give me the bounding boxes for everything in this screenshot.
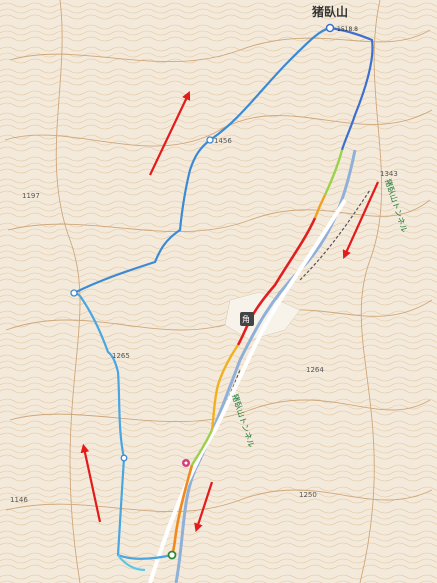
place-label: 角 [242,314,250,324]
route-summit [329,26,374,151]
route-cyan-spur [117,554,146,572]
elevation-label: 1343 [380,170,398,178]
waypoint-1456[interactable] [206,136,214,144]
route-yellow-descent [210,344,239,431]
parking-marker-center [184,461,188,465]
start-waypoint[interactable] [167,550,177,560]
route-northwest [73,26,331,294]
elevation-label: 1456 [214,137,232,145]
route-transition-orange [313,194,327,219]
direction-arrow-w [80,443,102,523]
peak-elevation: 1518.8 [337,26,358,33]
route-red-descent [236,217,317,346]
route-transition-green [323,149,344,196]
peak-name: 猪臥山 [311,4,348,19]
elevation-label: 1264 [306,366,324,374]
main-road [148,198,347,583]
elevation-label: 1146 [10,496,28,504]
elevation-label: 1250 [299,491,317,499]
direction-arrow-s [194,481,214,533]
route-west-lower [73,290,173,560]
waypoint-west[interactable] [70,289,78,297]
index-contours [4,0,433,583]
river [174,149,357,583]
waypoint-lower-west[interactable] [120,454,128,462]
elevation-label: 1197 [22,192,40,200]
place-label-bg [240,312,254,326]
direction-arrow-ne [342,181,380,260]
summit-waypoint[interactable] [325,23,335,33]
route-green-descent [190,429,214,466]
direction-arrow-nw [149,91,191,176]
elevation-label: 1265 [112,352,130,360]
tunnel-road-north [299,189,371,281]
